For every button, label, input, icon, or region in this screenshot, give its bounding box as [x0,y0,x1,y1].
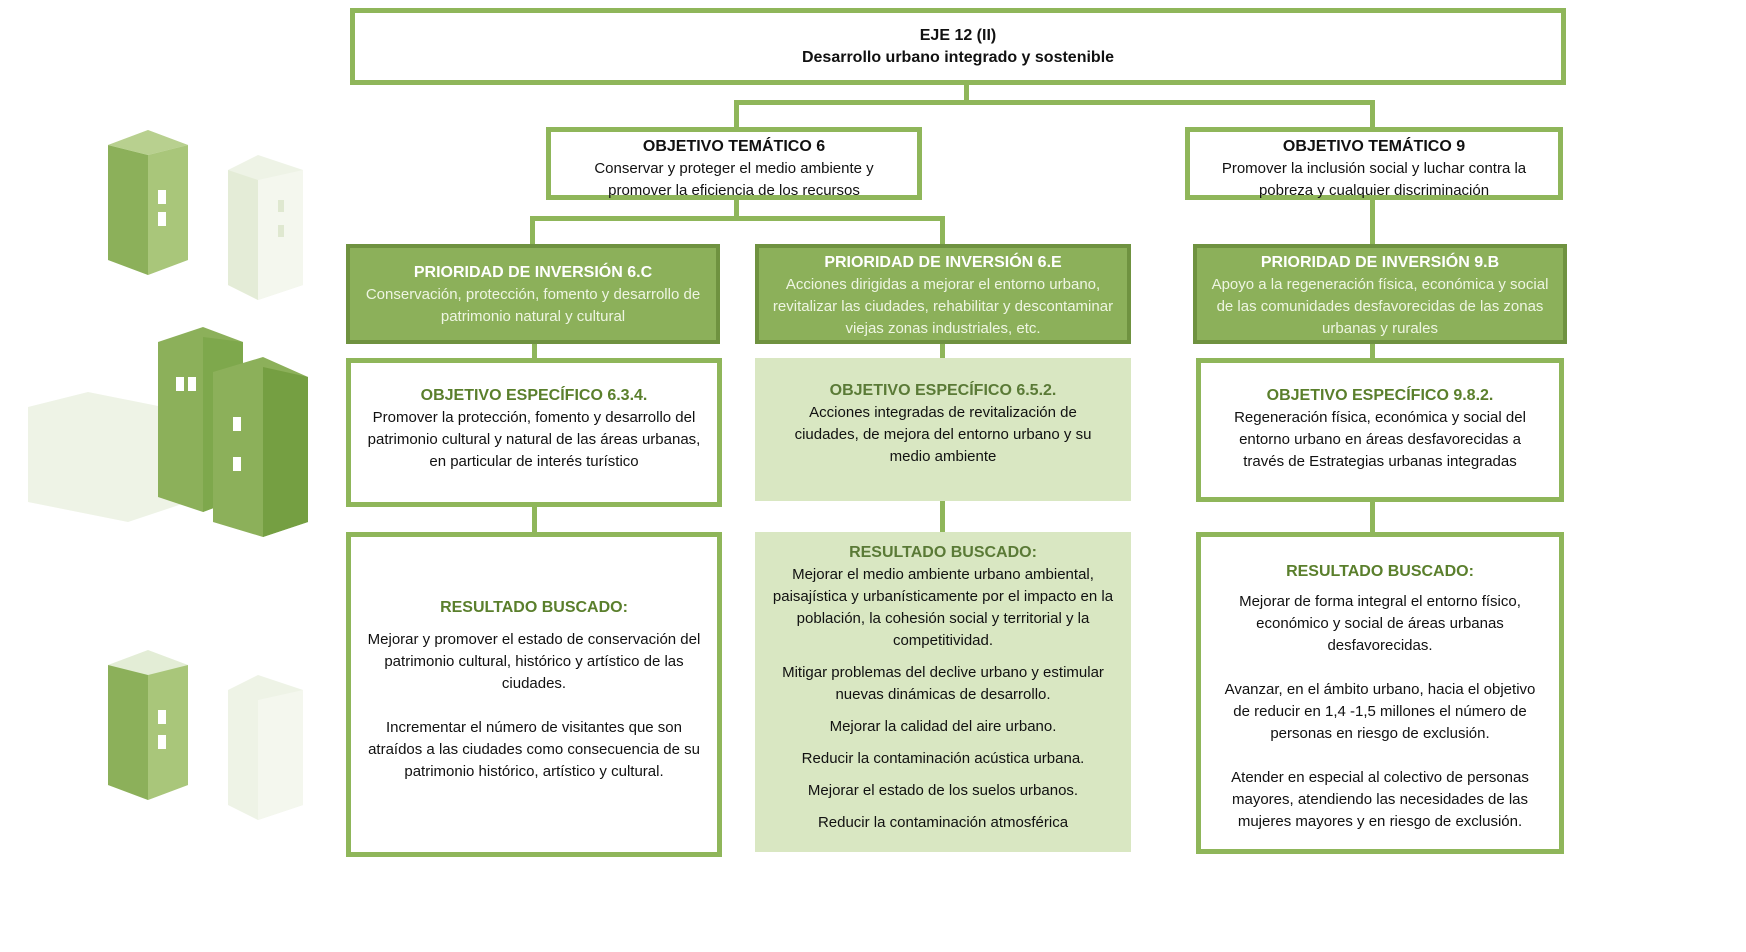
oe652-text: Acciones integradas de revitalización de… [794,404,1092,465]
connector [1370,342,1375,362]
objetivo-especifico-652-box: OBJETIVO ESPECÍFICO 6.5.2. Acciones inte… [755,358,1131,501]
res2-item: Mejorar el estado de los suelos urbanos. [807,782,1079,799]
connector [1370,100,1375,130]
res3-item: Atender en especial al colectivo de pers… [1231,769,1529,830]
res3-item: Avanzar, en el ámbito urbano, hacia el o… [1224,681,1536,742]
resultado-buscado-2-box: RESULTADO BUSCADO: Mejorar el medio ambi… [755,532,1131,852]
pi9b-title: PRIORIDAD DE INVERSIÓN 9.B [1260,254,1500,271]
res3-item: Mejorar de forma integral el entorno fís… [1239,593,1521,654]
pi6e-title: PRIORIDAD DE INVERSIÓN 6.E [824,254,1062,271]
eje-subtitle: Desarrollo urbano integrado y sostenible [801,49,1115,66]
pi6e-text: Acciones dirigidas a mejorar el entorno … [772,276,1114,337]
eje-title: EJE 12 (II) [919,27,997,44]
resultado-buscado-1-box: RESULTADO BUSCADO: Mejorar y promover el… [346,532,722,857]
res1-title: RESULTADO BUSCADO: [440,599,628,616]
objetivo-tematico-6-box: OBJETIVO TEMÁTICO 6 Conservar y proteger… [546,127,922,200]
pi6c-text: Conservación, protección, fomento y desa… [365,286,701,325]
prioridad-6c-box: PRIORIDAD DE INVERSIÓN 6.C Conservación,… [346,244,720,344]
prioridad-6e-box: PRIORIDAD DE INVERSIÓN 6.E Acciones diri… [755,244,1131,344]
oe634-text: Promover la protección, fomento y desarr… [367,409,701,470]
pi6c-title: PRIORIDAD DE INVERSIÓN 6.C [413,264,653,281]
eje-box: EJE 12 (II) Desarrollo urbano integrado … [350,8,1566,85]
prioridad-9b-box: PRIORIDAD DE INVERSIÓN 9.B Apoyo a la re… [1193,244,1567,344]
connector [734,100,739,130]
connector [530,216,945,221]
connector [964,83,969,103]
connector [734,100,1374,105]
connector [940,216,945,246]
res2-item: Mitigar problemas del declive urbano y e… [782,664,1104,703]
res1-item: Incrementar el número de visitantes que … [368,719,700,780]
oe652-title: OBJETIVO ESPECÍFICO 6.5.2. [829,382,1057,399]
res2-item: Reducir la contaminación atmosférica [817,814,1069,831]
res1-item: Mejorar y promover el estado de conserva… [367,631,701,692]
connector [734,197,739,219]
res2-item: Reducir la contaminación acústica urbana… [801,750,1085,767]
res2-item: Mejorar la calidad del aire urbano. [829,718,1057,735]
connector [940,500,945,535]
buildings-illustration-top [108,130,303,300]
connector [532,505,537,535]
objetivo-especifico-982-box: OBJETIVO ESPECÍFICO 9.8.2. Regeneración … [1196,358,1564,502]
res2-title: RESULTADO BUSCADO: [849,544,1037,561]
pi9b-text: Apoyo a la regeneración física, económic… [1211,276,1549,337]
buildings-illustration-middle [28,327,308,537]
ot6-text: Conservar y proteger el medio ambiente y… [594,160,874,199]
ot6-title: OBJETIVO TEMÁTICO 6 [642,138,826,155]
connector [1370,197,1375,247]
res2-item: Mejorar el medio ambiente urbano ambient… [772,566,1114,649]
ot9-title: OBJETIVO TEMÁTICO 9 [1282,138,1466,155]
connector [940,342,945,358]
objetivo-especifico-634-box: OBJETIVO ESPECÍFICO 6.3.4. Promover la p… [346,358,722,507]
connector [532,342,537,362]
resultado-buscado-3-box: RESULTADO BUSCADO: Mejorar de forma inte… [1196,532,1564,854]
res3-title: RESULTADO BUSCADO: [1286,563,1474,580]
objetivo-tematico-9-box: OBJETIVO TEMÁTICO 9 Promover la inclusió… [1185,127,1563,200]
buildings-illustration-bottom [108,650,303,820]
oe634-title: OBJETIVO ESPECÍFICO 6.3.4. [420,387,648,404]
ot9-text: Promover la inclusión social y luchar co… [1221,160,1527,199]
oe982-text: Regeneración física, económica y social … [1234,409,1526,470]
oe982-title: OBJETIVO ESPECÍFICO 9.8.2. [1266,387,1494,404]
connector [1370,500,1375,535]
connector [530,216,535,246]
